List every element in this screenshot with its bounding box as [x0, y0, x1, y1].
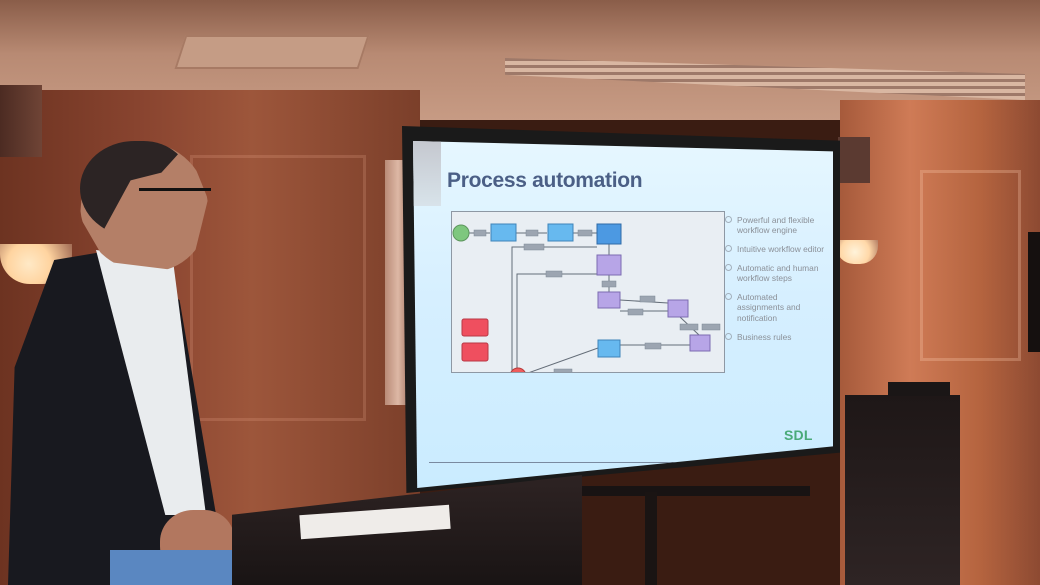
- sdl-logo: SDL: [784, 427, 813, 443]
- ceiling-vent-left: [174, 35, 370, 69]
- router: [888, 382, 950, 396]
- wall-panel-right: [920, 170, 1021, 361]
- sconce-right: [836, 240, 878, 264]
- workflow-arrows: [469, 232, 700, 372]
- screen-stand-bar: [580, 486, 810, 496]
- slide-corner: [413, 141, 441, 206]
- bullet-marker-icon: [725, 293, 732, 301]
- bullet-text: Automatic and human workflow steps: [737, 263, 819, 284]
- speaker-left: [0, 85, 42, 157]
- presenter-glasses: [139, 188, 211, 213]
- bullet-item: Automated assignments and notification: [725, 292, 825, 323]
- bullet-item: Powerful and flexible workflow engine: [725, 215, 825, 235]
- bullet-item: Automatic and human workflow steps: [725, 263, 825, 283]
- slide-title: Process automation: [447, 169, 643, 192]
- bullet-marker-icon: [725, 245, 732, 253]
- workflow-nodes: [452, 223, 711, 372]
- wall-panel-left: [190, 155, 366, 421]
- bullet-marker-icon: [725, 332, 732, 340]
- bullet-text: Intuitive workflow editor: [737, 244, 825, 255]
- bullet-text: Automated assignments and notification: [737, 292, 801, 323]
- speaker-right: [838, 137, 870, 183]
- bullet-text: Powerful and flexible workflow engine: [737, 215, 815, 236]
- door-edge: [1028, 232, 1040, 352]
- projected-slide: Process automation: [413, 141, 833, 488]
- feature-bullet-list: Powerful and flexible workflow engine In…: [725, 215, 825, 351]
- workflow-edge-labels: [473, 229, 721, 372]
- podium-screen: [110, 550, 232, 585]
- bullet-marker-icon: [725, 264, 732, 272]
- equipment-rack: [845, 395, 960, 585]
- bullet-marker-icon: [725, 216, 732, 223]
- screen-stand-leg: [645, 492, 657, 585]
- slide-footer-line: [429, 462, 784, 463]
- workflow-diagram: [451, 211, 725, 373]
- bullet-text: Business rules: [737, 331, 792, 342]
- bullet-item: Business rules: [725, 332, 825, 342]
- bullet-item: Intuitive workflow editor: [725, 244, 825, 254]
